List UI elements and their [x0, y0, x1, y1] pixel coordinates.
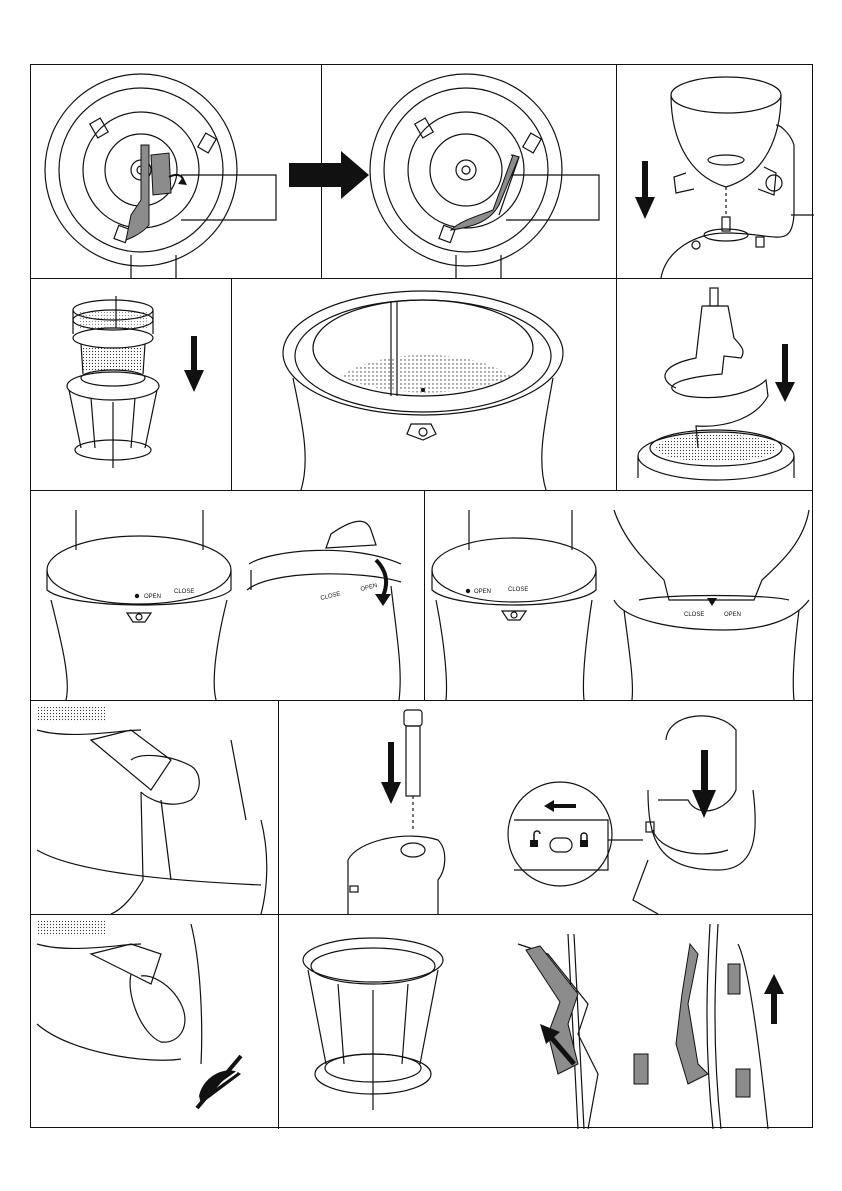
unlock-icon [530, 831, 540, 847]
arrow-down-icon [635, 161, 655, 219]
figure-lid-closed: CLOSE OPEN OPEN CLOSE [424, 490, 814, 700]
figure-wiper-blades [278, 914, 814, 1129]
arrow-down-icon [381, 742, 401, 804]
figure-strainer-in-bowl [231, 278, 616, 490]
label-open: OPEN [724, 612, 741, 618]
rotate-arrow-icon [375, 560, 391, 606]
illustration-sheet: OPEN CLOSE CLOSE OPEN [30, 64, 813, 1128]
figure-pusher-lock [278, 700, 814, 914]
arrow-down-icon [775, 344, 795, 402]
label-open: OPEN [360, 583, 378, 593]
label-open-small: OPEN [144, 594, 161, 600]
figure-lid-close-rotate: OPEN CLOSE CLOSE OPEN [31, 490, 424, 700]
figure-auger-insert [616, 278, 814, 490]
figure-bowl-brush-before [31, 65, 321, 278]
arrow-up-icon [764, 974, 784, 1024]
figure-latch-closeup [31, 700, 278, 914]
figure-bowl-brush-after [321, 65, 616, 278]
label-close-small: CLOSE [508, 587, 528, 593]
arrow-left-icon [544, 800, 576, 812]
figure-latch-open [31, 914, 278, 1129]
label-close-small: CLOSE [174, 589, 194, 595]
lock-icon [580, 833, 588, 847]
arrow-down-icon [184, 336, 204, 392]
label-close: CLOSE [320, 591, 341, 602]
figure-strainer-into-holder [31, 278, 231, 490]
label-close: CLOSE [684, 612, 704, 618]
label-open-small: OPEN [474, 589, 491, 595]
arrow-right-icon [31, 65, 321, 278]
no-scrub-icon [197, 1056, 241, 1108]
figure-bowl-onto-base [616, 65, 814, 278]
